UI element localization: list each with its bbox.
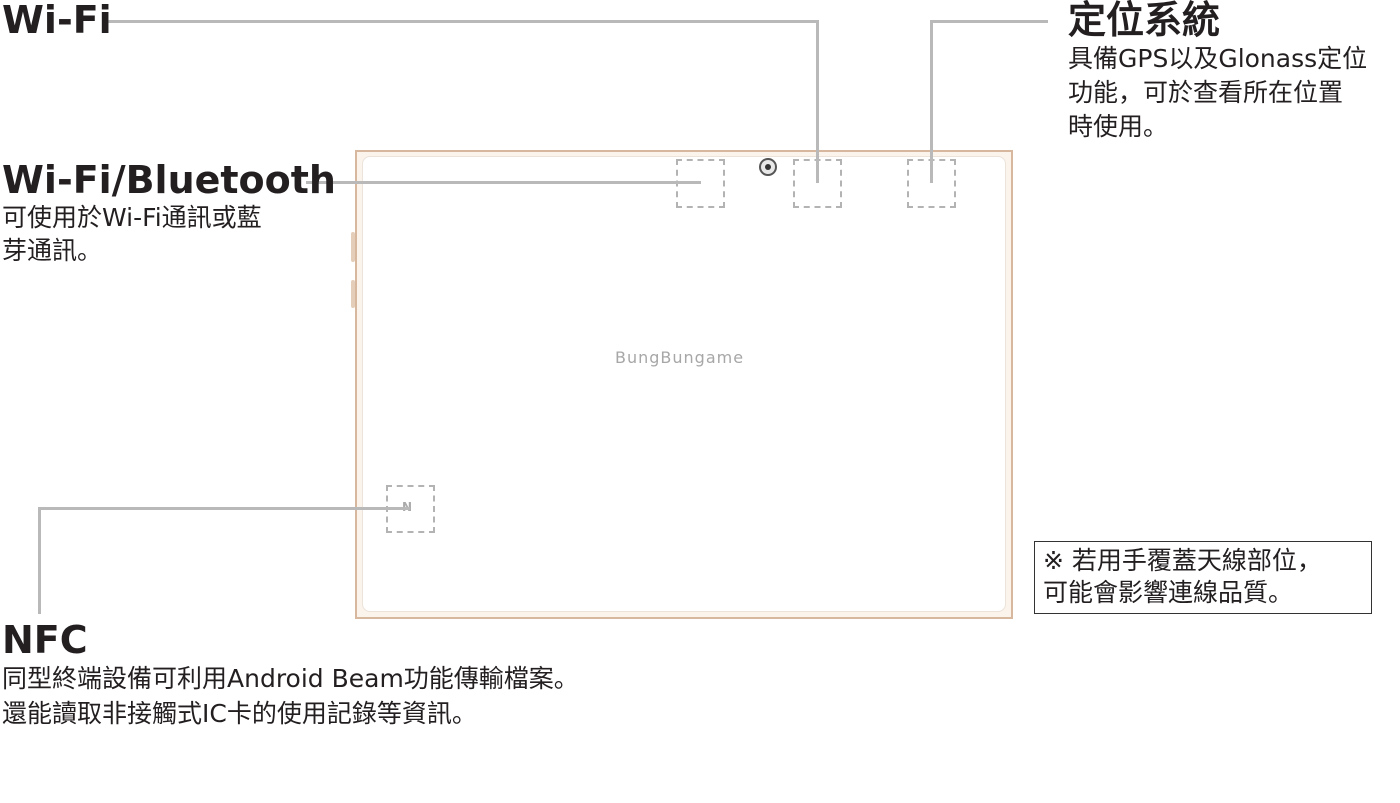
wifi-title: Wi-Fi	[2, 0, 112, 42]
wifi-bluetooth-desc-line-2: 芽通訊。	[2, 236, 103, 265]
leader-wifi-horizontal	[105, 20, 819, 23]
leader-gps-horizontal	[930, 20, 1048, 23]
leader-wifi-bluetooth	[306, 181, 701, 184]
leader-wifi-vertical	[816, 20, 819, 183]
gps-desc-line-1: 具備GPS以及Glonass定位	[1068, 44, 1368, 73]
leader-nfc-vertical	[38, 507, 41, 614]
note-box: ※ 若用手覆蓋天線部位， 可能會影響連線品質。	[1034, 541, 1372, 614]
camera-icon	[759, 158, 777, 176]
note-line-1: ※ 若用手覆蓋天線部位，	[1043, 546, 1322, 575]
gps-desc-line-3: 時使用。	[1068, 112, 1169, 141]
note-line-2: 可能會影響連線品質。	[1043, 578, 1294, 607]
wifi-bluetooth-desc-line-1: 可使用於Wi-Fi通訊或藍	[2, 203, 262, 232]
leader-nfc-horizontal	[38, 507, 410, 510]
camera-lens	[765, 164, 771, 170]
brand-logo: BungBungame	[615, 348, 745, 367]
wifi-bluetooth-title: Wi-Fi/Bluetooth	[2, 158, 336, 202]
side-button-bottom	[351, 280, 355, 308]
leader-gps-vertical	[930, 20, 933, 183]
nfc-title: NFC	[2, 618, 88, 662]
gps-desc-line-2: 功能，可於查看所在位置	[1068, 78, 1344, 107]
nfc-desc-line-2: 還能讀取非接觸式IC卡的使用記錄等資訊。	[2, 699, 477, 728]
tablet-back	[355, 150, 1013, 619]
side-button-top	[351, 232, 355, 262]
gps-title: 定位系統	[1068, 0, 1221, 42]
nfc-desc-line-1: 同型終端設備可利用Android Beam功能傳輸檔案。	[2, 664, 579, 693]
tablet-back-panel	[362, 156, 1006, 612]
